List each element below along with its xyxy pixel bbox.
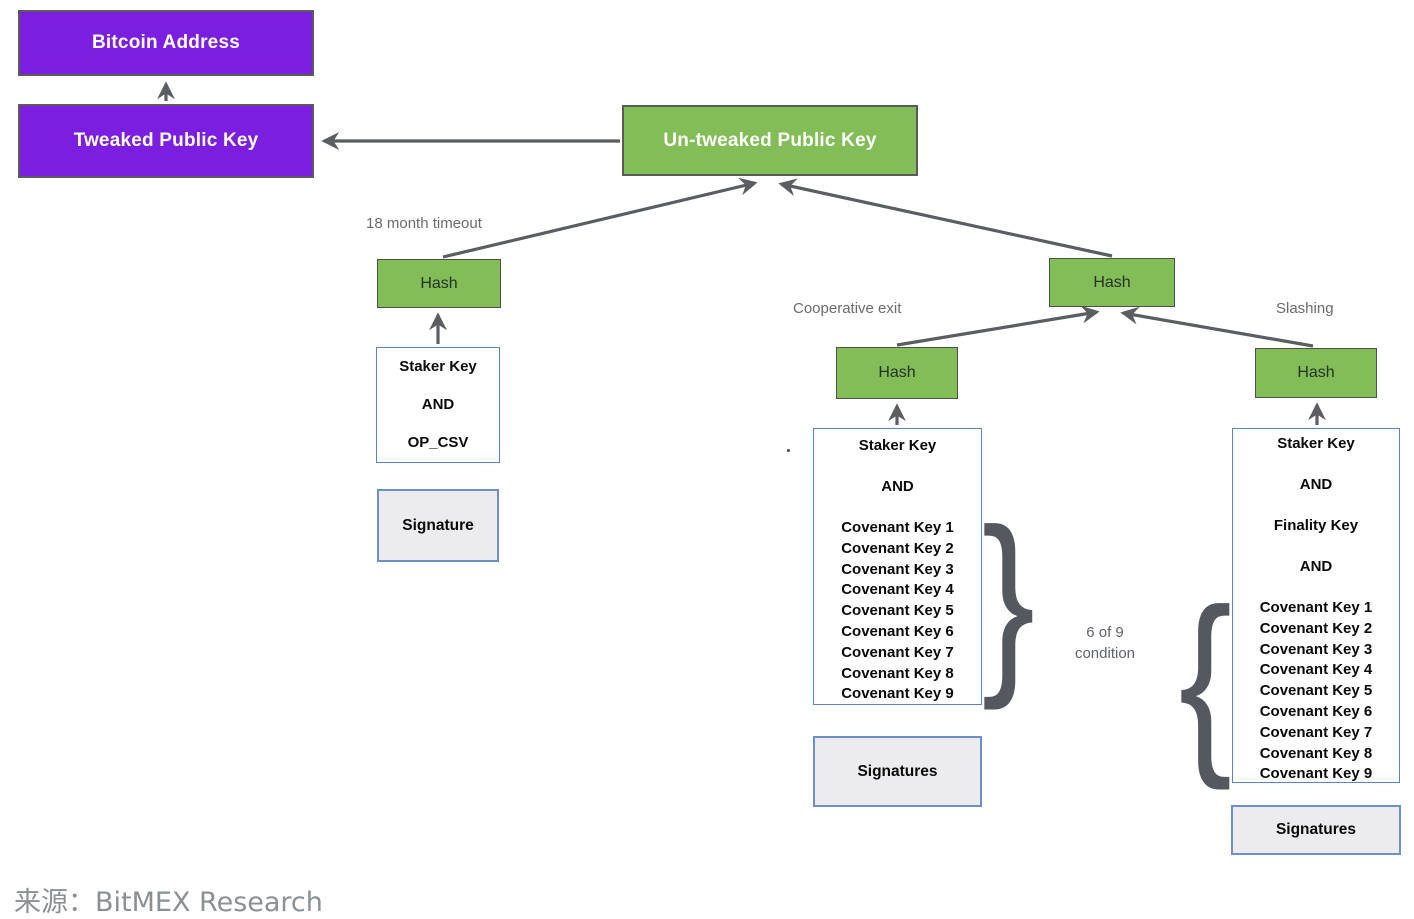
timeout-witness-label: Signature — [402, 516, 474, 534]
slashing-script-line: Staker Key — [1277, 435, 1355, 452]
arrow-timeout-hash-to-untweaked — [442, 177, 758, 259]
condition-label: 6 of 9 condition — [1040, 622, 1170, 664]
timeout-script-line: AND — [421, 396, 455, 413]
slashing-witness-node: Signatures — [1231, 805, 1401, 855]
covenant-key-item: Covenant Key 9 — [841, 685, 954, 703]
timeout-script-node: Staker Key AND OP_CSV — [376, 347, 500, 463]
cooperative-covenant-keys: Covenant Key 1 Covenant Key 2 Covenant K… — [841, 518, 954, 705]
timeout-hash-label: Hash — [420, 274, 458, 292]
tweaked-key-label: Tweaked Public Key — [73, 130, 259, 151]
slashing-hash-label: Hash — [1297, 364, 1335, 381]
source-caption: 来源：BitMEX Research — [14, 887, 323, 918]
slashing-hash-node: Hash — [1255, 348, 1377, 398]
covenant-key-item: Covenant Key 9 — [1259, 765, 1373, 783]
slashing-witness-label: Signatures — [1275, 821, 1357, 838]
cooperative-witness-label: Signatures — [857, 762, 938, 780]
slashing-script-line: AND — [1299, 476, 1333, 493]
root-hash-node: Hash — [1049, 258, 1175, 307]
bitcoin-address-label: Bitcoin Address — [92, 32, 240, 53]
untweaked-key-label: Un-tweaked Public Key — [663, 129, 877, 151]
timeout-annotation: 18 month timeout — [366, 215, 482, 232]
cooperative-witness-node: Signatures — [813, 736, 982, 807]
arrow-slashing-hash-to-root — [1120, 306, 1314, 348]
covenant-key-item: Covenant Key 6 — [1259, 702, 1373, 720]
slashing-script-line: Finality Key — [1273, 517, 1359, 534]
slashing-annotation: Slashing — [1276, 300, 1334, 317]
condition-line1: 6 of 9 — [1086, 624, 1124, 641]
covenant-key-item: Covenant Key 2 — [1259, 619, 1373, 637]
cooperative-hash-node: Hash — [836, 347, 958, 399]
root-hash-label: Hash — [1093, 273, 1131, 291]
slashing-script-line: AND — [1299, 558, 1333, 575]
covenant-key-item: Covenant Key 1 — [841, 519, 954, 536]
cooperative-brace: } — [981, 488, 1036, 711]
bitcoin-address-node: Bitcoin Address — [18, 10, 314, 76]
covenant-key-item: Covenant Key 8 — [1259, 744, 1373, 762]
timeout-script-line: Staker Key — [399, 358, 477, 375]
timeout-witness-node: Signature — [377, 489, 499, 562]
cooperative-script-line: AND — [881, 478, 914, 495]
stray-dot — [787, 449, 790, 452]
slashing-script-node: Staker Key AND Finality Key AND Covenant… — [1232, 428, 1400, 783]
covenant-key-item: Covenant Key 1 — [1259, 599, 1373, 616]
covenant-key-item: Covenant Key 8 — [841, 664, 954, 682]
cooperative-script-line: Staker Key — [858, 437, 937, 454]
covenant-key-item: Covenant Key 3 — [841, 560, 954, 578]
covenant-key-item: Covenant Key 5 — [1259, 682, 1373, 700]
tweaked-key-node: Tweaked Public Key — [18, 104, 314, 178]
timeout-script-line: OP_CSV — [407, 434, 469, 451]
covenant-key-item: Covenant Key 4 — [841, 581, 954, 599]
slashing-covenant-keys: Covenant Key 1 Covenant Key 2 Covenant K… — [1260, 598, 1373, 785]
slashing-brace: { — [1178, 568, 1233, 791]
covenant-key-item: Covenant Key 7 — [1259, 723, 1373, 741]
cooperative-script-node: Staker Key AND Covenant Key 1 Covenant K… — [813, 428, 982, 705]
timeout-hash-node: Hash — [377, 259, 501, 308]
covenant-key-item: Covenant Key 2 — [841, 539, 954, 557]
covenant-key-item: Covenant Key 6 — [841, 622, 954, 640]
cooperative-annotation: Cooperative exit — [793, 300, 902, 317]
cooperative-hash-label: Hash — [878, 364, 916, 381]
condition-line2: condition — [1074, 645, 1136, 662]
covenant-key-item: Covenant Key 4 — [1259, 661, 1373, 679]
covenant-key-item: Covenant Key 3 — [1259, 640, 1373, 658]
arrow-cooperative-hash-to-root — [896, 305, 1100, 347]
covenant-key-item: Covenant Key 7 — [841, 643, 954, 661]
arrow-root-hash-to-untweaked — [778, 178, 1113, 258]
untweaked-key-node: Un-tweaked Public Key — [622, 105, 918, 176]
covenant-key-item: Covenant Key 5 — [841, 602, 954, 620]
